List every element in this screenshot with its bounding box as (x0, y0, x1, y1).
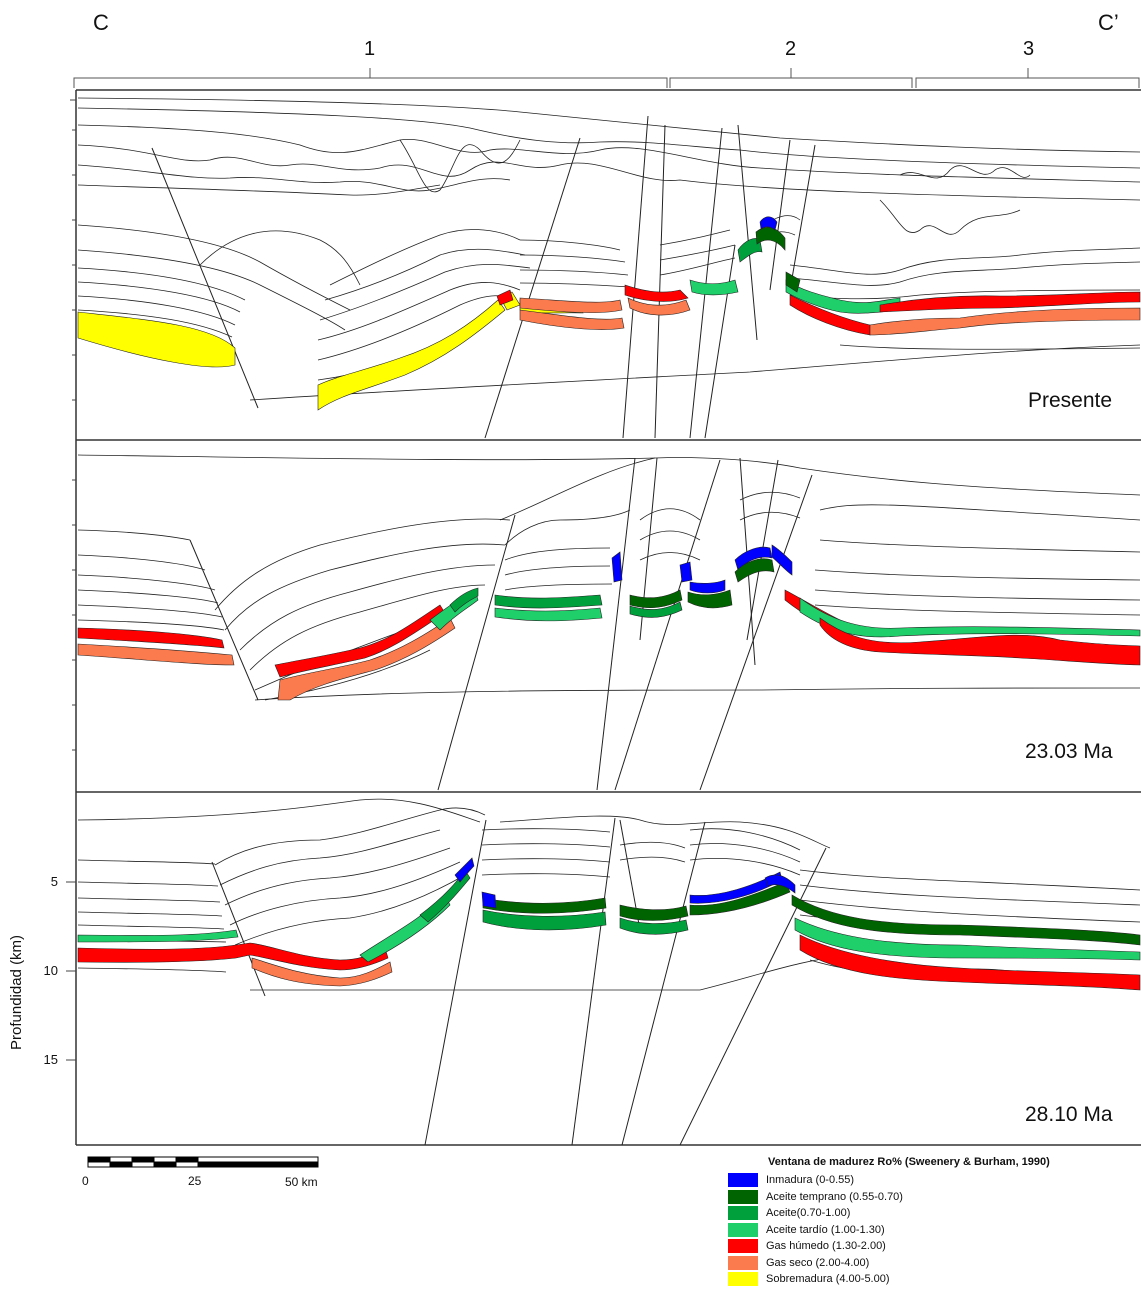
panel-age-present: Presente (1028, 389, 1113, 412)
section-end-label: C’ (1098, 10, 1119, 35)
legend-label: Gas seco (2.00-4.00) (766, 1256, 870, 1269)
legend-label: Gas húmedo (1.30-2.00) (766, 1240, 886, 1253)
panel-23ma-maturity (77, 544, 1141, 701)
domain-brackets (73, 68, 1140, 88)
legend-item: Aceite tardío (1.00-1.30) (728, 1222, 1138, 1239)
domain-label-1: 1 (364, 38, 376, 60)
panel-present-maturity (77, 216, 1141, 411)
legend-swatch (728, 1255, 758, 1270)
legend-swatch (728, 1239, 758, 1254)
legend-label: Inmadura (0-0.55) (766, 1174, 855, 1187)
scale-bar (87, 1156, 319, 1168)
scale-bar-label: 25 (188, 1174, 202, 1188)
legend-item: Sobremadura (4.00-5.00) (728, 1271, 1138, 1288)
legend-label: Sobremadura (4.00-5.00) (766, 1273, 890, 1286)
section-start-label: C (93, 10, 109, 35)
domain-label-3: 3 (1023, 38, 1035, 60)
panel-present (77, 97, 1141, 439)
legend-swatch (728, 1189, 758, 1204)
legend-item: Inmadura (0-0.55) (728, 1172, 1138, 1189)
legend-swatch (728, 1222, 758, 1237)
legend-label: Aceite temprano (0.55-0.70) (766, 1190, 903, 1203)
panel-frames (75, 89, 1141, 1146)
legend-swatch (728, 1272, 758, 1287)
legend-item: Aceite temprano (0.55-0.70) (728, 1189, 1138, 1206)
depth-tick-label: 5 (50, 874, 58, 889)
scale-bar-label: 0 (82, 1174, 89, 1188)
left-ticks (66, 99, 76, 1061)
legend-label: Aceite(0.70-1.00) (766, 1207, 851, 1220)
depth-tick-label: 10 (43, 963, 58, 978)
panel-23ma (77, 454, 1141, 791)
depth-tick-label: 15 (43, 1052, 58, 1067)
scale-bar-label: 50 km (285, 1175, 318, 1189)
maturity-legend: Ventana de madurez Ro% (Sweenery & Burha… (728, 1156, 1138, 1288)
legend-swatch (728, 1206, 758, 1221)
panel-28ma-maturity (77, 857, 1141, 991)
domain-label-2: 2 (785, 38, 797, 60)
legend-item: Gas húmedo (1.30-2.00) (728, 1238, 1138, 1255)
panel-age-28ma: 28.10 Ma (1025, 1103, 1113, 1126)
legend-item: Gas seco (2.00-4.00) (728, 1255, 1138, 1272)
depth-axis-label: Profundidad (km) (8, 934, 25, 1050)
legend-label: Aceite tardío (1.00-1.30) (766, 1223, 885, 1236)
legend-title: Ventana de madurez Ro% (Sweenery & Burha… (768, 1156, 1050, 1168)
legend-swatch (728, 1173, 758, 1188)
legend-item: Aceite(0.70-1.00) (728, 1205, 1138, 1222)
panel-age-23ma: 23.03 Ma (1025, 740, 1113, 763)
